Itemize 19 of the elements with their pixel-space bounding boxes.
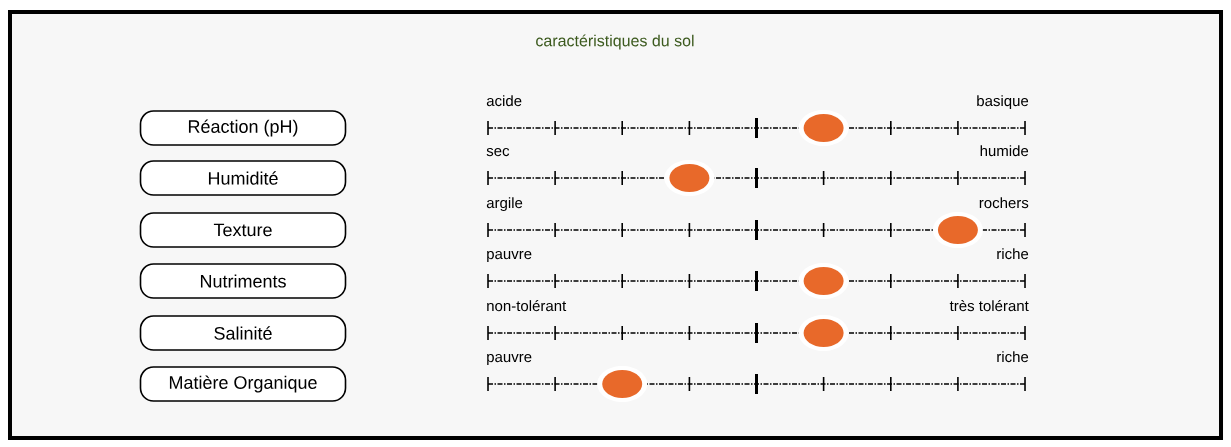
- scale-label: non-tolérant: [487, 299, 567, 312]
- parameter-box: Réaction (pH): [139, 110, 347, 146]
- parameter-box: Humidité: [139, 160, 347, 196]
- scale-label: pauvre: [487, 250, 532, 263]
- scale-label: humide: [980, 145, 1029, 157]
- scale-label: acide: [486, 95, 522, 107]
- parameter-box: Texture: [139, 212, 347, 248]
- scale-label: sec: [486, 147, 510, 157]
- scale-label: pauvre: [487, 353, 532, 366]
- parameter-box: Nutriments: [139, 263, 347, 299]
- scale-label: riche: [997, 351, 1029, 363]
- parameter-box: Matière Organique: [139, 366, 347, 402]
- title: caractéristiques du sol: [536, 34, 694, 50]
- scale-label: basique: [977, 95, 1029, 110]
- scale-label: très tolérant: [949, 299, 1029, 312]
- parameter-box: Salinité: [139, 315, 347, 351]
- scale-label: argile: [486, 197, 523, 212]
- scale-label: riche: [997, 248, 1029, 260]
- scale-label: rochers: [979, 197, 1029, 209]
